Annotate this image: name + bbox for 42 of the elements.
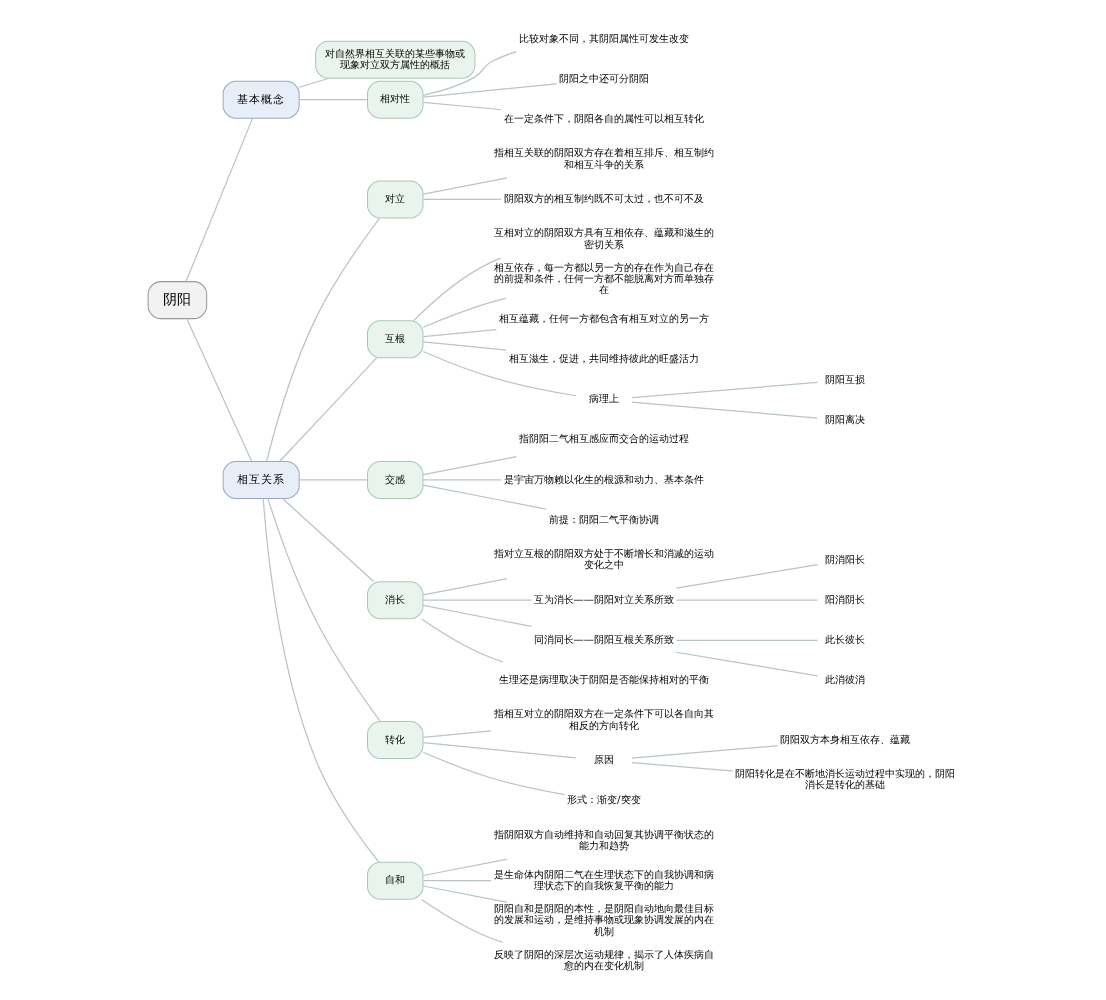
connector <box>421 898 504 943</box>
connector <box>422 885 508 903</box>
connector <box>298 479 369 481</box>
connector <box>422 83 558 98</box>
connector <box>422 599 532 601</box>
connector <box>185 117 254 282</box>
connector <box>631 745 779 759</box>
connector <box>298 99 369 101</box>
connector <box>422 350 577 397</box>
connector <box>266 217 381 463</box>
connector <box>675 639 819 641</box>
connector <box>421 618 504 663</box>
connector <box>298 77 330 89</box>
connector <box>422 177 508 195</box>
connector <box>631 381 819 399</box>
connector <box>422 751 566 796</box>
connector <box>186 318 253 462</box>
connector <box>422 101 502 111</box>
connector <box>422 484 547 510</box>
connector <box>262 498 380 863</box>
connector <box>422 198 502 201</box>
connector <box>422 341 507 351</box>
connector <box>422 479 502 481</box>
connector <box>422 329 497 338</box>
connector <box>422 51 517 96</box>
connector <box>631 401 819 419</box>
connector <box>422 456 517 476</box>
connector <box>675 599 819 601</box>
connector <box>631 762 734 772</box>
connector <box>675 651 819 677</box>
connector <box>422 578 508 596</box>
connector <box>281 497 375 583</box>
connector <box>422 604 532 628</box>
connector <box>422 297 507 328</box>
connector <box>279 357 378 462</box>
connector <box>422 880 492 882</box>
connector <box>422 742 577 759</box>
connector <box>267 497 381 722</box>
connector <box>422 730 492 738</box>
connector <box>413 257 502 322</box>
connector <box>422 858 508 877</box>
connector <box>675 564 819 589</box>
